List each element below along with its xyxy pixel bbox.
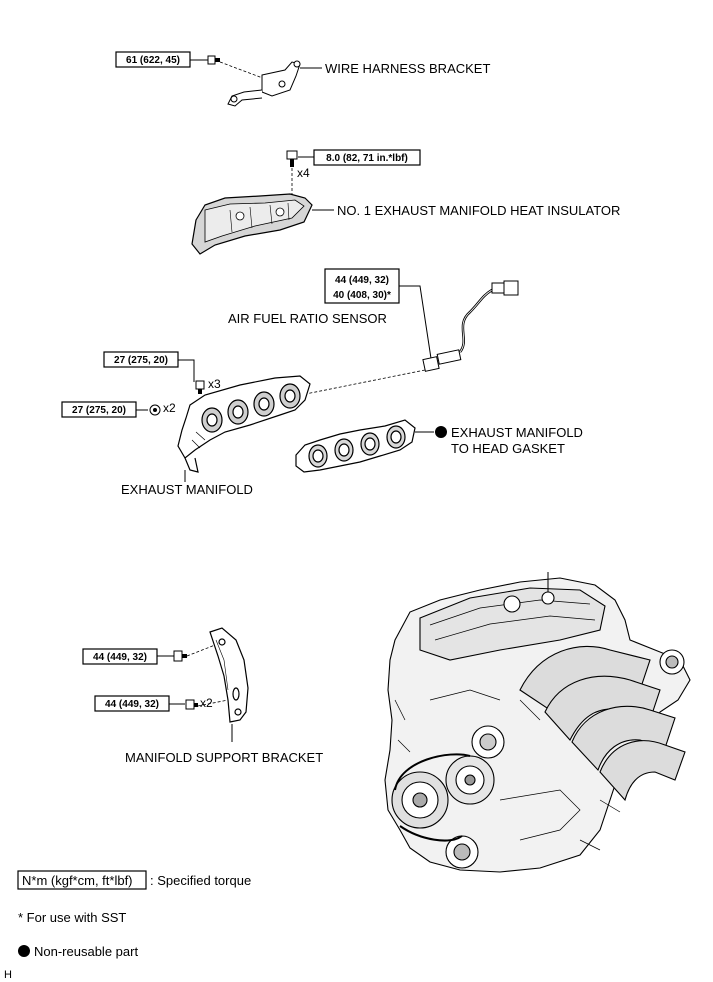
heat-insulator-icon	[191, 193, 313, 255]
legend: N*m (kgf*cm, ft*lbf) : Specified torque …	[4, 870, 251, 981]
label-gasket-line1: EXHAUST MANIFOLD	[451, 425, 583, 440]
torque-bracket-bolt-upper: 44 (449, 32)	[93, 652, 147, 663]
torque-insulator-bolt: 8.0 (82, 71 in.*lbf)	[326, 153, 408, 164]
nonreusable-bullet-icon	[435, 426, 447, 438]
label-air-fuel-sensor: AIR FUEL RATIO SENSOR	[228, 311, 387, 326]
wire-harness-bolt-icon	[207, 55, 220, 65]
gasket-group: EXHAUST MANIFOLD TO HEAD GASKET	[295, 419, 583, 473]
torque-sensor-line1: 44 (449, 32)	[335, 275, 389, 286]
insulator-bolt-icon	[286, 150, 298, 167]
torque-manifold-nut: 27 (275, 20)	[72, 405, 126, 416]
wire-harness-bracket-group: 61 (622, 45) WIRE HARNESS BRACKET	[115, 51, 490, 107]
exhaust-manifold-group: 27 (275, 20) x3 27 (275, 20) x2	[61, 351, 311, 497]
legend-sst-note: * For use with SST	[18, 910, 126, 925]
torque-sensor-line2: 40 (408, 30)*	[333, 290, 391, 301]
legend-torque-desc: : Specified torque	[150, 873, 251, 888]
corner-mark: H	[4, 969, 12, 981]
support-bracket-icon	[209, 627, 249, 723]
exhaust-manifold-icon	[177, 375, 311, 473]
wire-harness-bracket-icon	[227, 60, 301, 107]
legend-torque-unit: N*m (kgf*cm, ft*lbf)	[22, 873, 133, 888]
legend-nonreusable-icon	[18, 945, 30, 957]
label-heat-insulator: NO. 1 EXHAUST MANIFOLD HEAT INSULATOR	[337, 203, 620, 218]
torque-manifold-bolt: 27 (275, 20)	[114, 355, 168, 366]
label-support-bracket: MANIFOLD SUPPORT BRACKET	[125, 750, 323, 765]
bracket-bolt-lower-icon	[185, 699, 198, 710]
manifold-bolt-icon	[195, 380, 205, 394]
engine-icon	[384, 572, 691, 873]
torque-bracket-bolt-lower: 44 (449, 32)	[105, 699, 159, 710]
count-manifold-nuts: x2	[163, 401, 176, 415]
manifold-nut-icon	[149, 404, 161, 416]
sensor-group: 44 (449, 32) 40 (408, 30)* AIR FUEL RATI…	[225, 268, 519, 411]
count-insulator-bolts: x4	[297, 166, 310, 180]
count-bracket-bolts: x2	[200, 696, 213, 710]
air-fuel-sensor-icon	[422, 280, 519, 372]
count-manifold-bolts: x3	[208, 377, 221, 391]
bracket-bolt-upper-icon	[173, 650, 187, 662]
legend-nonreusable: Non-reusable part	[34, 944, 138, 959]
torque-wire-harness-bolt: 61 (622, 45)	[126, 55, 180, 66]
manifold-gasket-icon	[295, 419, 416, 473]
label-exhaust-manifold: EXHAUST MANIFOLD	[121, 482, 253, 497]
label-gasket-line2: TO HEAD GASKET	[451, 441, 565, 456]
label-wire-harness-bracket: WIRE HARNESS BRACKET	[325, 61, 490, 76]
heat-insulator-group: 8.0 (82, 71 in.*lbf) x4 NO. 1 EXHAUST MA…	[191, 149, 620, 255]
support-bracket-group: 44 (449, 32) 44 (449, 32) x2 MANIFOLD SU…	[82, 627, 323, 765]
